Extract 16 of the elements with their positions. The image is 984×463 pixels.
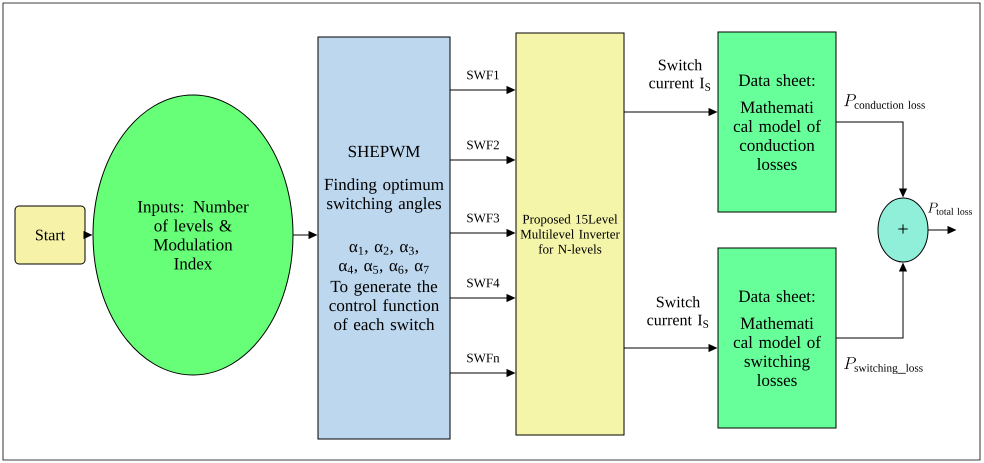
edge-label: $P_{\mathrm{switching\_loss}}$ xyxy=(844,357,923,374)
process-box: Data sheet: Mathemati cal model of switching losses xyxy=(718,248,836,428)
process-box: SHEPWM Finding optimum switching angles α$_{1}$, α$_{2}$, α$_{3}$, α$_{4}$, α$_{5}$, α$_{6}$, α$_{7}$ To generate the control function of each switch xyxy=(318,36,450,440)
edge-label: SWF1 xyxy=(467,70,499,80)
edge-label: SWF3 xyxy=(467,214,500,222)
edge-label: Switch current I$_{S}$ xyxy=(647,296,708,328)
process-box: Data sheet: Mathemati cal model of conduction losses xyxy=(718,32,836,212)
process-box: Proposed 15Level Multilevel Inverter for N-levels xyxy=(516,32,624,436)
edge-label: SWF4 xyxy=(467,278,500,288)
summing-junction: + xyxy=(878,198,928,262)
edge-label: SWFn xyxy=(467,354,500,362)
edge-label: $P_{\mathrm{total\ loss}}$ xyxy=(928,202,972,215)
edge-label: Switch current I$_{S}$ xyxy=(649,59,710,91)
edge-label: $P_{\mathrm{conduction\ loss}}$ xyxy=(844,94,925,109)
edge-label: SWF2 xyxy=(467,140,499,150)
start-box: Start xyxy=(14,206,86,264)
